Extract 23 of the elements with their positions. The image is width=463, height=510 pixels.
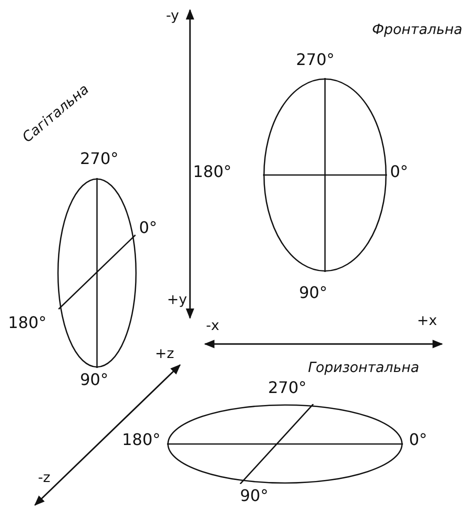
angle-label: 180° xyxy=(193,162,232,181)
angle-label: 90° xyxy=(80,370,108,389)
angle-label: 0° xyxy=(390,162,408,181)
plane-ellipse xyxy=(263,78,387,272)
axis-label: -z xyxy=(38,470,50,486)
angle-label: 0° xyxy=(409,430,428,449)
angle-label: 90° xyxy=(299,283,328,302)
axis-label: -y xyxy=(166,8,180,24)
angle-label: 270° xyxy=(268,378,307,397)
plane-title: Фронтальна xyxy=(372,22,462,38)
angle-label: 270° xyxy=(80,149,119,168)
axis-label: +z xyxy=(155,346,174,362)
axis-label: +y xyxy=(167,292,188,308)
angle-label: 90° xyxy=(240,486,268,505)
angle-label: 180° xyxy=(122,430,161,449)
plane-title: Горизонтальна xyxy=(308,360,420,376)
angle-label: 0° xyxy=(139,218,158,237)
angle-label: 180° xyxy=(8,313,47,332)
plane-ellipse xyxy=(57,178,137,368)
axis-label: +x xyxy=(417,313,438,329)
axis-label: -x xyxy=(206,318,220,334)
plane-ellipse xyxy=(167,404,403,484)
angle-label: 270° xyxy=(296,50,335,69)
